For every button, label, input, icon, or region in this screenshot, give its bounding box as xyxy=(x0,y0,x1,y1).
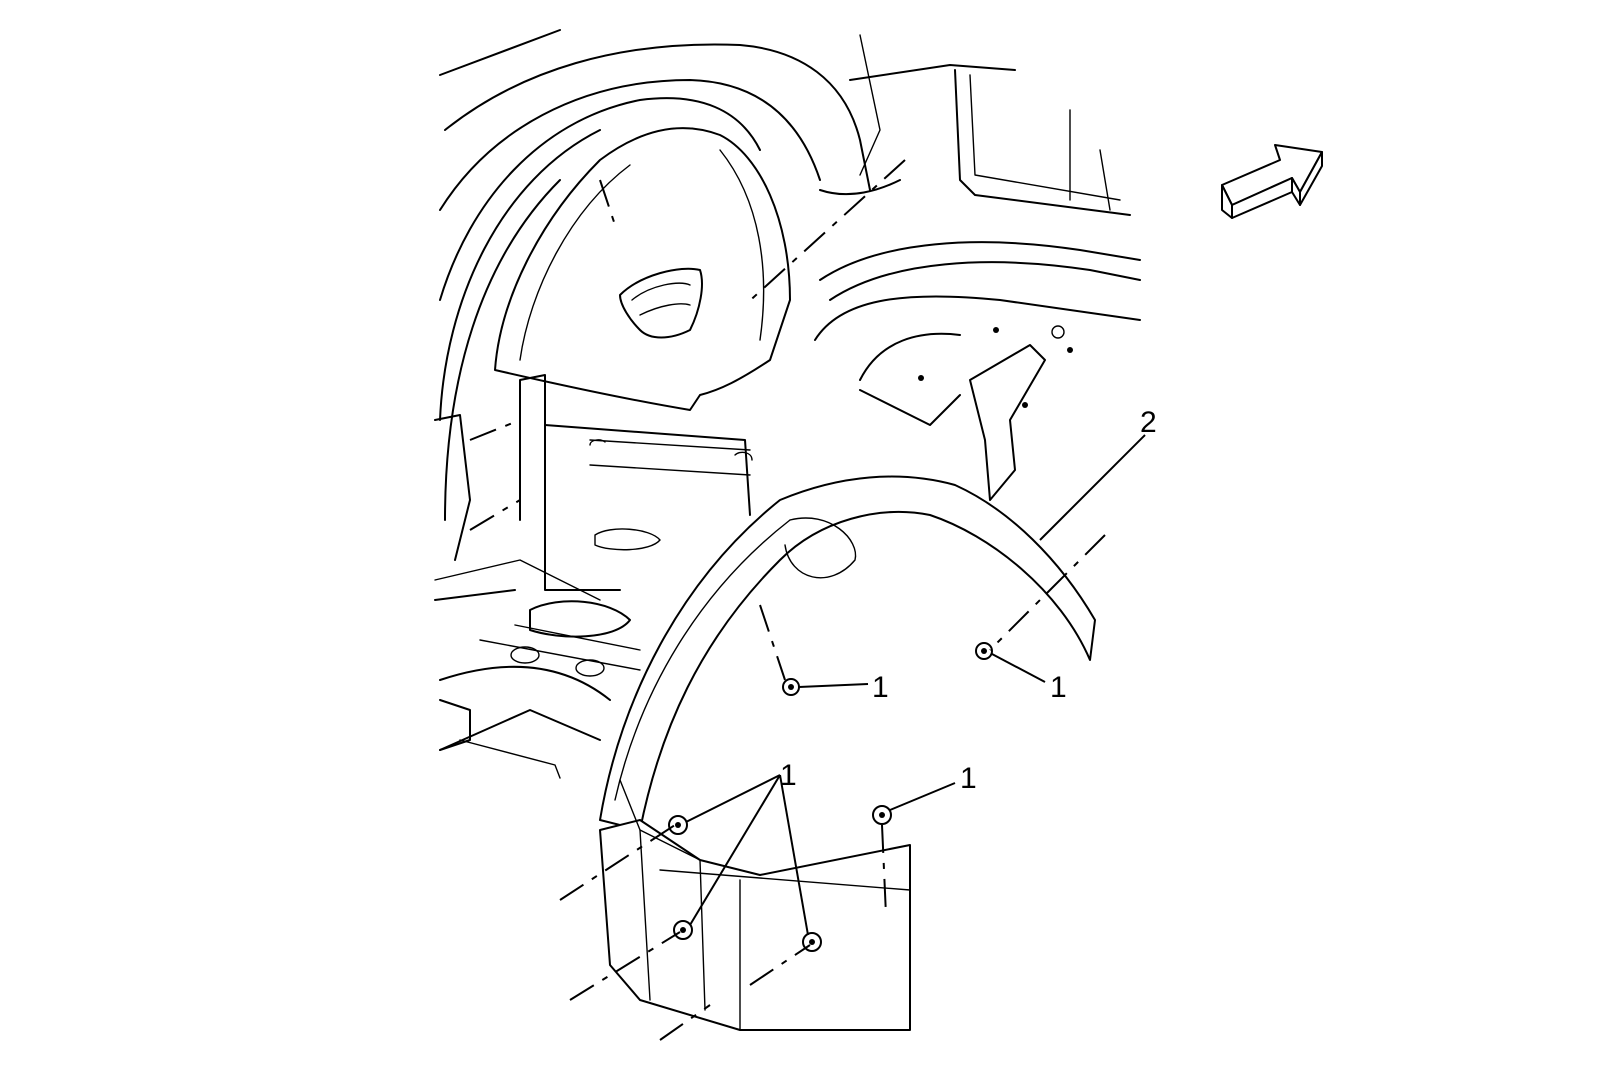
front-direction-arrow-icon xyxy=(1221,144,1323,219)
fastener-icon xyxy=(975,642,993,660)
callout-label-fastener-group: 1 xyxy=(780,759,797,792)
callout-label-fastener: 1 xyxy=(1050,671,1067,704)
fastener-icon xyxy=(668,815,688,835)
vehicle-body-structure xyxy=(434,29,1141,779)
callout-label-liner: 2 xyxy=(1140,406,1157,439)
fasteners xyxy=(668,642,993,952)
callout-leaders xyxy=(685,434,1146,936)
callout-label-fastener: 1 xyxy=(960,762,977,795)
wheelhouse-liner xyxy=(599,475,1096,1031)
callout-label-fastener: 1 xyxy=(872,671,889,704)
fastener-icon xyxy=(673,920,693,940)
installation-centerlines xyxy=(469,159,1106,1041)
fastener-icon xyxy=(872,805,892,825)
callout-labels: 1 1 1 1 2 xyxy=(780,406,1157,795)
fastener-icon xyxy=(782,678,800,696)
